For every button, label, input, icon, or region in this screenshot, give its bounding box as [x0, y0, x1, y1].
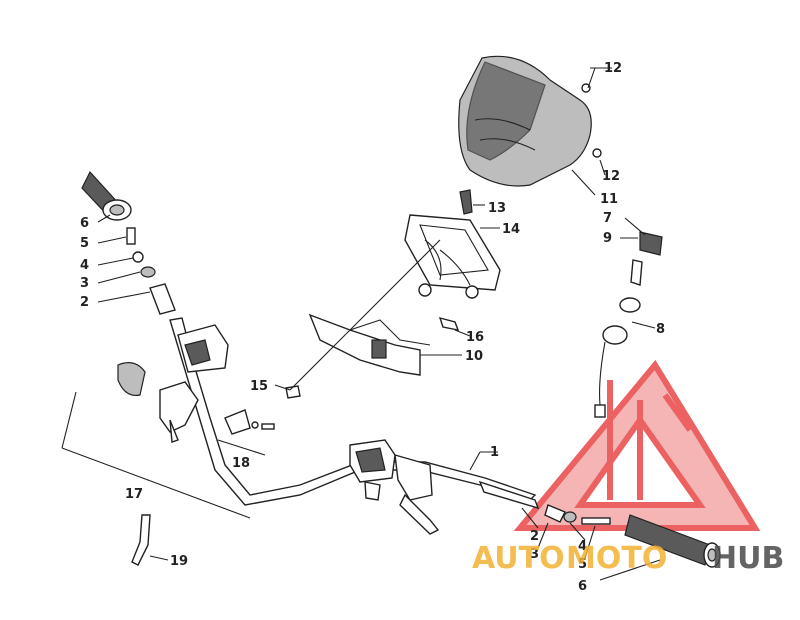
part-label-12-top: 12: [604, 61, 622, 76]
part-label-9: 9: [603, 231, 612, 246]
watermark-text: AUTO MOTO HUB: [472, 541, 784, 576]
left-switch-housing: [177, 324, 229, 373]
sleeve-2-right: [544, 504, 566, 523]
part-label-14: 14: [502, 222, 520, 237]
part-label-17: 17: [125, 487, 143, 502]
watermark-middle: MOTO: [566, 541, 667, 576]
part-labels: 12 12 11 13 14 7 9 8 16 10 15 6 5 4 3 2 …: [80, 61, 665, 594]
sleeve-2-left: [149, 283, 176, 315]
screw-5-left: [126, 227, 136, 245]
throttle-assembly: [117, 362, 199, 443]
part-label-8: 8: [656, 322, 665, 337]
windshield-cover: [458, 55, 592, 187]
part-label-7: 7: [603, 211, 612, 226]
brake-assembly: [349, 439, 440, 535]
leader-lines: [61, 67, 661, 581]
part-label-19: 19: [170, 554, 188, 569]
part-label-4-right: 4: [578, 539, 587, 554]
part-label-5-left: 5: [80, 236, 89, 251]
screw-12-top: [581, 83, 591, 93]
part-label-15: 15: [250, 379, 268, 394]
part-label-5-right: 5: [578, 557, 587, 572]
gauge-housing: [404, 189, 501, 299]
part-label-2-left: 2: [80, 295, 89, 310]
washer-4-left: [132, 251, 144, 263]
watermark-prefix: AUTO: [472, 541, 565, 576]
part-label-6-left: 6: [80, 216, 89, 231]
screw-5-right: [581, 517, 611, 525]
part-label-3-right: 3: [530, 547, 539, 562]
part-label-13: 13: [488, 201, 506, 216]
part-label-16: 16: [466, 330, 484, 345]
part-label-2-right: 2: [530, 529, 539, 544]
part-label-6-right: 6: [578, 579, 587, 594]
screw-12-bottom: [592, 148, 602, 158]
watermark-suffix: HUB: [712, 541, 784, 576]
weight-3-right: [563, 511, 577, 523]
right-grip: [624, 514, 721, 568]
part-label-3-left: 3: [80, 276, 89, 291]
part-label-1: 1: [490, 445, 499, 460]
clamp-18: [224, 409, 275, 435]
part-label-10: 10: [465, 349, 483, 364]
key-switch: [594, 231, 663, 418]
part-label-12-bottom: 12: [602, 169, 620, 184]
part-label-4-left: 4: [80, 258, 89, 273]
weight-3-left: [140, 266, 156, 278]
mounting-bracket: [285, 313, 460, 399]
part-label-11: 11: [600, 192, 618, 207]
cable-19: [131, 514, 151, 566]
left-grip: [81, 170, 132, 221]
watermark-logo: [513, 359, 761, 531]
part-label-18: 18: [232, 456, 250, 471]
